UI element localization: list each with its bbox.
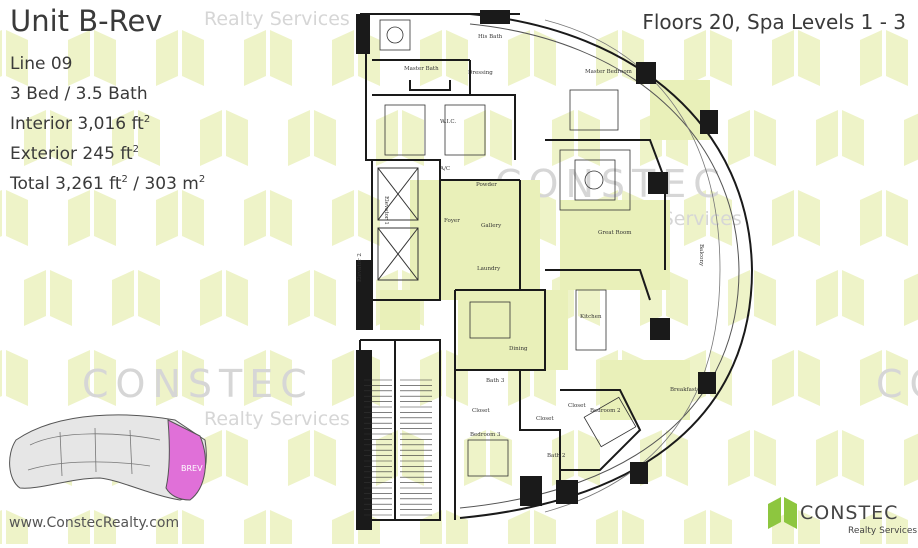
- room-label-bath2: Bath 2: [547, 453, 565, 459]
- room-label-closet-3: Closet: [568, 403, 586, 409]
- spec-exterior: Exterior 245 ft2: [10, 144, 139, 164]
- room-label-foyer: Foyer: [444, 218, 460, 224]
- room-label-master-bedroom: Master Bedroom: [585, 69, 633, 75]
- room-label-gallery: Gallery: [481, 223, 502, 229]
- room-label-dining: Dining: [509, 346, 528, 352]
- room-label-wic: W.I.C.: [440, 119, 456, 125]
- room-label-elevator1: Elevator 1: [383, 196, 389, 225]
- room-label-ac: A/C: [439, 166, 450, 172]
- constec-logo-icon: [768, 497, 797, 529]
- room-label-master-bath: Master Bath: [404, 66, 439, 72]
- spec-total-metric: / 303 m: [127, 174, 199, 194]
- watermark-tagline-top: Realty Services: [204, 8, 350, 30]
- watermark-brand-right: CONSTEC: [876, 362, 918, 406]
- spec-exterior-text: Exterior 245 ft: [10, 144, 133, 164]
- furniture: [379, 19, 637, 477]
- logo-name: CONSTEC: [800, 502, 899, 524]
- room-label-closet-1: Closet: [472, 408, 490, 414]
- room-labels: His Bath Master Bath Dressing Master Bed…: [357, 34, 704, 459]
- stairwell: [364, 379, 432, 516]
- elevators: [377, 167, 419, 281]
- spec-total: Total 3,261 ft2 / 303 m2: [10, 174, 205, 194]
- interior-walls: [359, 13, 666, 521]
- sup-mark: 2: [198, 174, 206, 185]
- floors-label: Floors 20, Spa Levels 1 - 3: [642, 10, 906, 34]
- watermark-tagline-left: Realty Services: [204, 408, 350, 430]
- key-plan: BREV: [9, 414, 207, 501]
- room-label-bedroom2: Bedroom 2: [590, 408, 621, 414]
- room-label-kitchen: Kitchen: [580, 314, 602, 320]
- spec-interior: Interior 3,016 ft2: [10, 114, 150, 134]
- unit-title: Unit B-Rev: [10, 4, 163, 38]
- logo-tagline: Realty Services: [848, 526, 918, 536]
- room-label-elevator2: Elevator 2: [357, 253, 363, 282]
- spec-beds-baths: 3 Bed / 3.5 Bath: [10, 84, 148, 104]
- room-label-balcony: Balcony: [698, 244, 704, 267]
- room-label-breakfast: Breakfast: [670, 387, 698, 393]
- room-label-great-room: Great Room: [598, 230, 632, 236]
- sup-mark: 2: [143, 114, 151, 125]
- structural-columns: [356, 10, 718, 530]
- website-link[interactable]: www.ConstecRealty.com: [9, 515, 180, 531]
- room-label-dressing: Dressing: [468, 70, 493, 76]
- spec-interior-text: Interior 3,016 ft: [10, 114, 144, 134]
- room-label-laundry: Laundry: [477, 266, 501, 272]
- room-label-bedroom3: Bedroom 3: [470, 432, 501, 438]
- room-label-powder: Powder: [476, 182, 497, 188]
- spec-total-text: Total 3,261 ft: [10, 174, 122, 194]
- room-label-his-bath: His Bath: [478, 34, 503, 40]
- room-label-bath3: Bath 3: [486, 378, 505, 384]
- watermark-brand-left: CONSTEC: [82, 362, 314, 406]
- key-plan-unit-label: BREV: [181, 464, 203, 473]
- sup-mark: 2: [121, 174, 128, 185]
- spec-line: Line 09: [10, 54, 73, 74]
- room-label-closet-2: Closet: [536, 416, 554, 422]
- key-plan-highlight: [165, 419, 206, 501]
- sup-mark: 2: [132, 144, 140, 155]
